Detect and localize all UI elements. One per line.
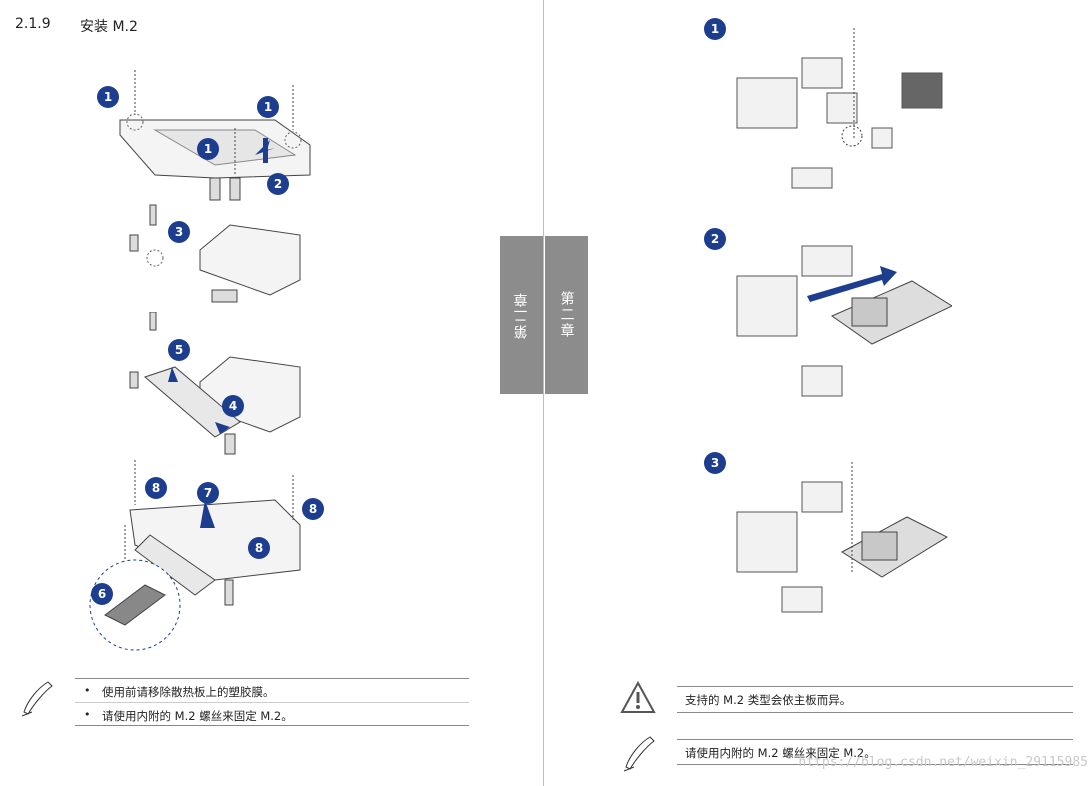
note-rule-top [75, 678, 469, 679]
step-badge: 2 [704, 228, 726, 250]
step-badge: 1 [197, 138, 219, 160]
bullet-icon: • [84, 684, 91, 697]
warning-icon [620, 680, 656, 713]
step-badge: 2 [267, 173, 289, 195]
heatsink-removal-illustration [119, 70, 311, 201]
note-item: 使用前请移除散热板上的塑胶膜。 [102, 685, 275, 699]
chapter-tab-left: 第二章 [500, 236, 543, 394]
note-text: 请使用内附的 M.2 螺丝来固定 M.2。 [685, 746, 876, 760]
note-pen-icon [623, 736, 655, 772]
section-title: 安装 M.2 [80, 19, 138, 35]
page-divider [543, 0, 544, 786]
note-rule-mid [75, 702, 469, 703]
note-pen-icon [21, 681, 53, 717]
step-badge: 1 [257, 96, 279, 118]
motherboard-step3-illustration [732, 452, 952, 647]
step-badge: 1 [97, 86, 119, 108]
motherboard-step2-illustration [732, 226, 952, 421]
step-badge: 5 [168, 339, 190, 361]
section-number: 2.1.9 [15, 16, 51, 32]
watermark-text: https://blog.csdn.net/weixin_29115985 [798, 755, 1088, 770]
step-badge: 8 [302, 498, 324, 520]
m2-insert-illustration [129, 312, 301, 455]
step-badge: 3 [704, 452, 726, 474]
step-badge: 1 [704, 18, 726, 40]
note-rule-top [677, 739, 1073, 740]
warning-text: 支持的 M.2 类型会依主板而异。 [685, 693, 852, 707]
step-badge: 6 [91, 583, 113, 605]
screw-removal-illustration [129, 204, 301, 303]
step-badge: 8 [145, 477, 167, 499]
warning-rule-bottom [677, 712, 1073, 713]
step-badge: 3 [168, 221, 190, 243]
step-badge: 4 [222, 395, 244, 417]
motherboard-step1-illustration [732, 18, 952, 198]
note-item: 请使用内附的 M.2 螺丝来固定 M.2。 [102, 709, 293, 723]
step-badge: 8 [248, 537, 270, 559]
warning-rule-top [677, 686, 1073, 687]
chapter-tab-right: 第二章 [545, 236, 588, 394]
bullet-icon: • [84, 708, 91, 721]
note-rule-bottom [75, 725, 469, 726]
note-rule-bottom [677, 764, 1073, 765]
heatsink-reinstall-illustration [89, 460, 301, 651]
step-badge: 7 [197, 482, 219, 504]
